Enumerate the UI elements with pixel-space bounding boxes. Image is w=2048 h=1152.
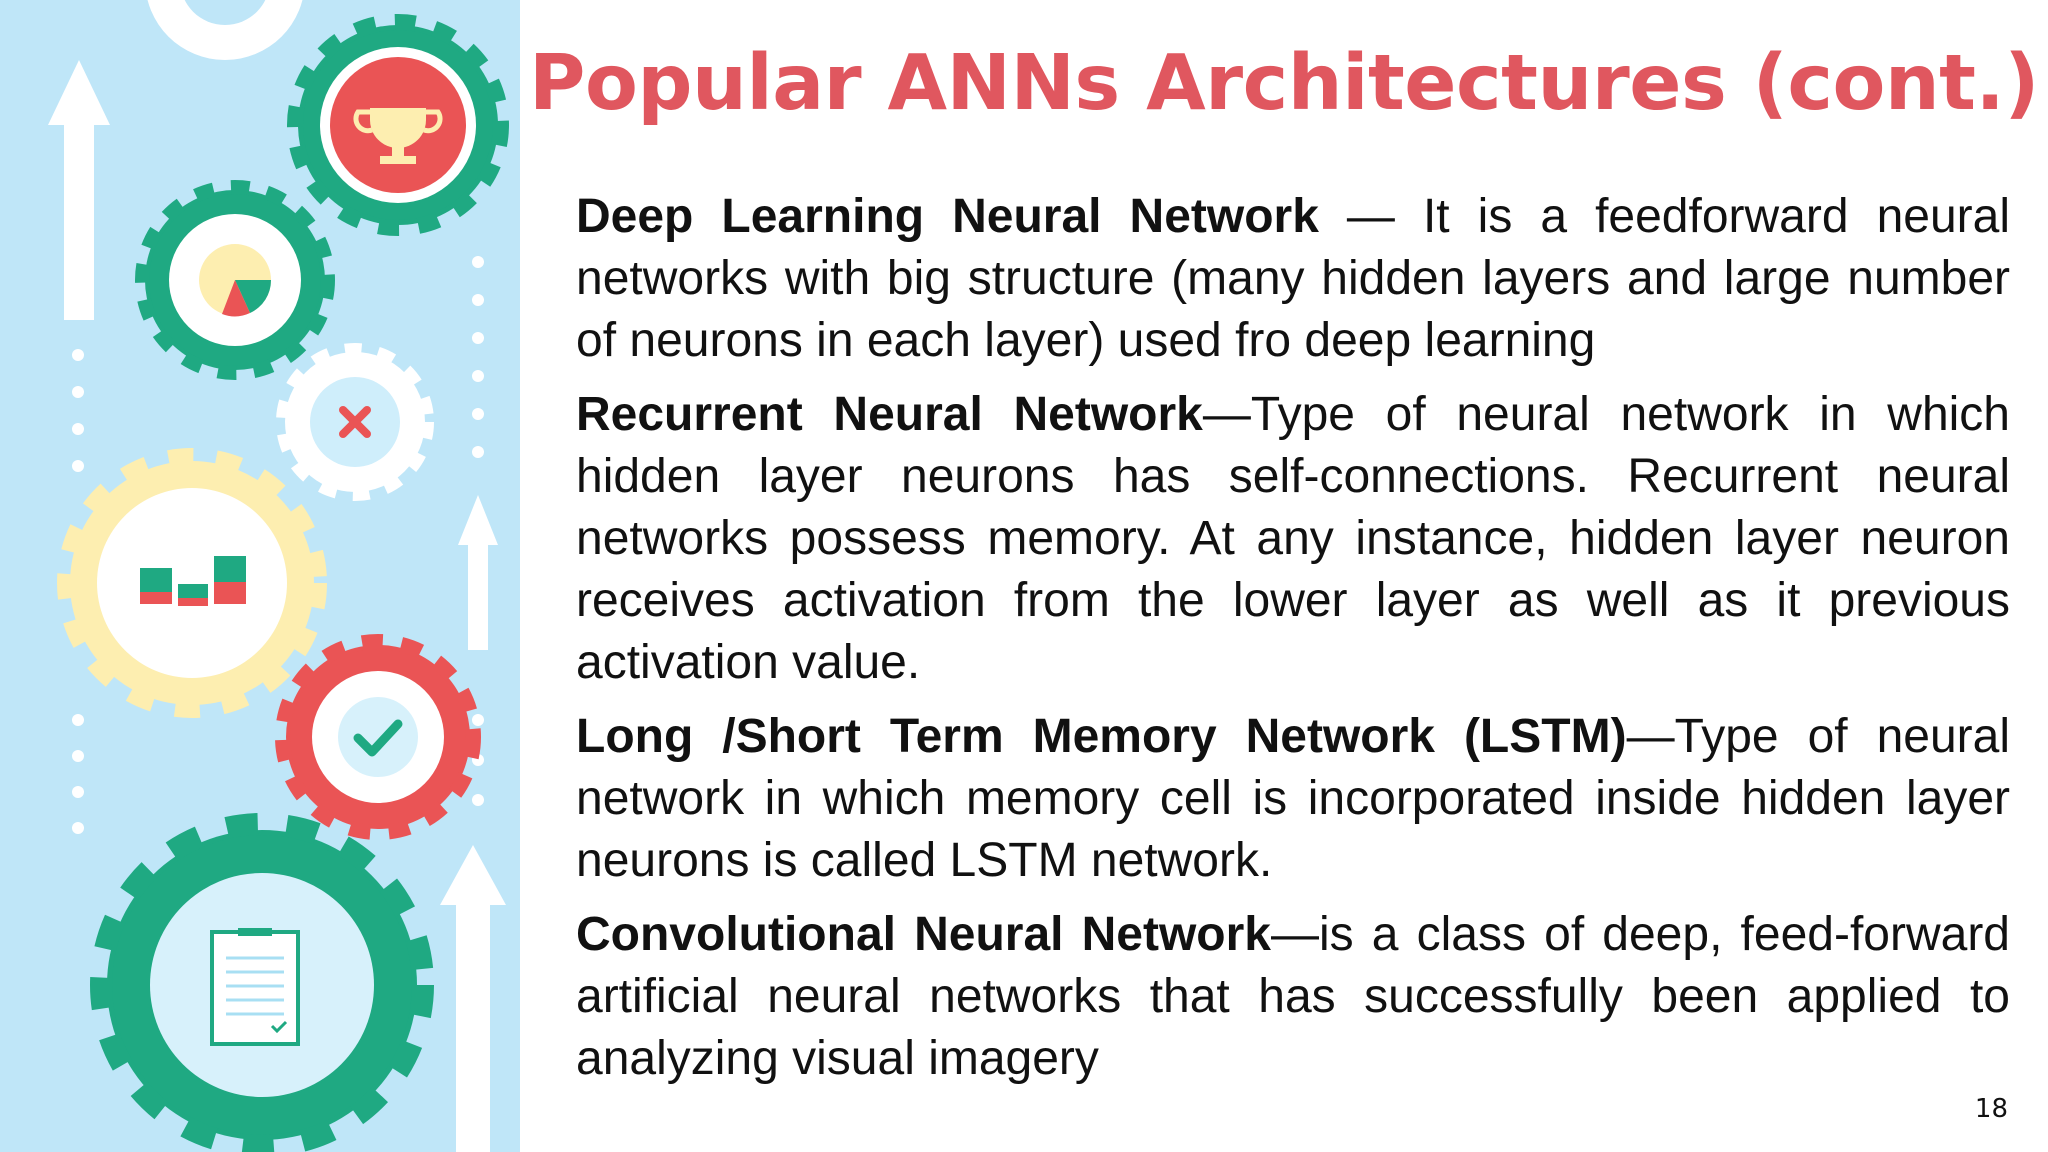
gears-illustration bbox=[0, 0, 520, 1152]
bar-chart-icon bbox=[140, 556, 246, 606]
slide-number: 18 bbox=[1974, 1094, 2008, 1124]
pie-chart-icon bbox=[199, 244, 272, 317]
arrow-up-icon bbox=[48, 60, 110, 320]
slide-content: Deep Learning Neural Network — It is a f… bbox=[576, 186, 2010, 1102]
description-lstm: —Type of neural network in which memory … bbox=[576, 710, 2010, 887]
term-recurrent: Recurrent Neural Network bbox=[576, 388, 1203, 441]
arrow-up-icon bbox=[440, 845, 506, 1152]
description-deep-learning: — It is a feedforward neural networks wi… bbox=[576, 190, 2010, 367]
description-recurrent: —Type of neural network in which hidden … bbox=[576, 388, 2011, 689]
clipboard-icon bbox=[210, 928, 300, 1046]
paragraph-recurrent: Recurrent Neural Network—Type of neural … bbox=[576, 384, 2010, 694]
white-gear-top bbox=[147, 0, 303, 60]
trophy-gear bbox=[287, 14, 509, 236]
term-lstm: Long /Short Term Memory Network (LSTM) bbox=[576, 710, 1627, 763]
bar-chart-gear bbox=[57, 448, 327, 718]
clipboard-gear bbox=[90, 813, 434, 1152]
paragraph-lstm: Long /Short Term Memory Network (LSTM)—T… bbox=[576, 706, 2010, 892]
check-icon bbox=[353, 719, 403, 757]
dots-decoration bbox=[72, 256, 484, 834]
paragraph-deep-learning: Deep Learning Neural Network — It is a f… bbox=[576, 186, 2010, 372]
close-icon bbox=[339, 406, 371, 438]
check-gear bbox=[275, 634, 481, 840]
close-gear bbox=[276, 343, 434, 501]
description-convolutional: —is a class of deep, feed-forward artifi… bbox=[576, 908, 2010, 1085]
trophy-icon bbox=[353, 108, 443, 164]
term-deep-learning: Deep Learning Neural Network bbox=[576, 190, 1319, 243]
slide-title: Popular ANNs Architectures (cont.) bbox=[529, 39, 2039, 128]
pie-chart-gear bbox=[135, 180, 335, 380]
paragraph-convolutional: Convolutional Neural Network—is a class … bbox=[576, 904, 2010, 1090]
term-convolutional: Convolutional Neural Network bbox=[576, 908, 1271, 961]
arrow-up-icon bbox=[458, 495, 498, 650]
